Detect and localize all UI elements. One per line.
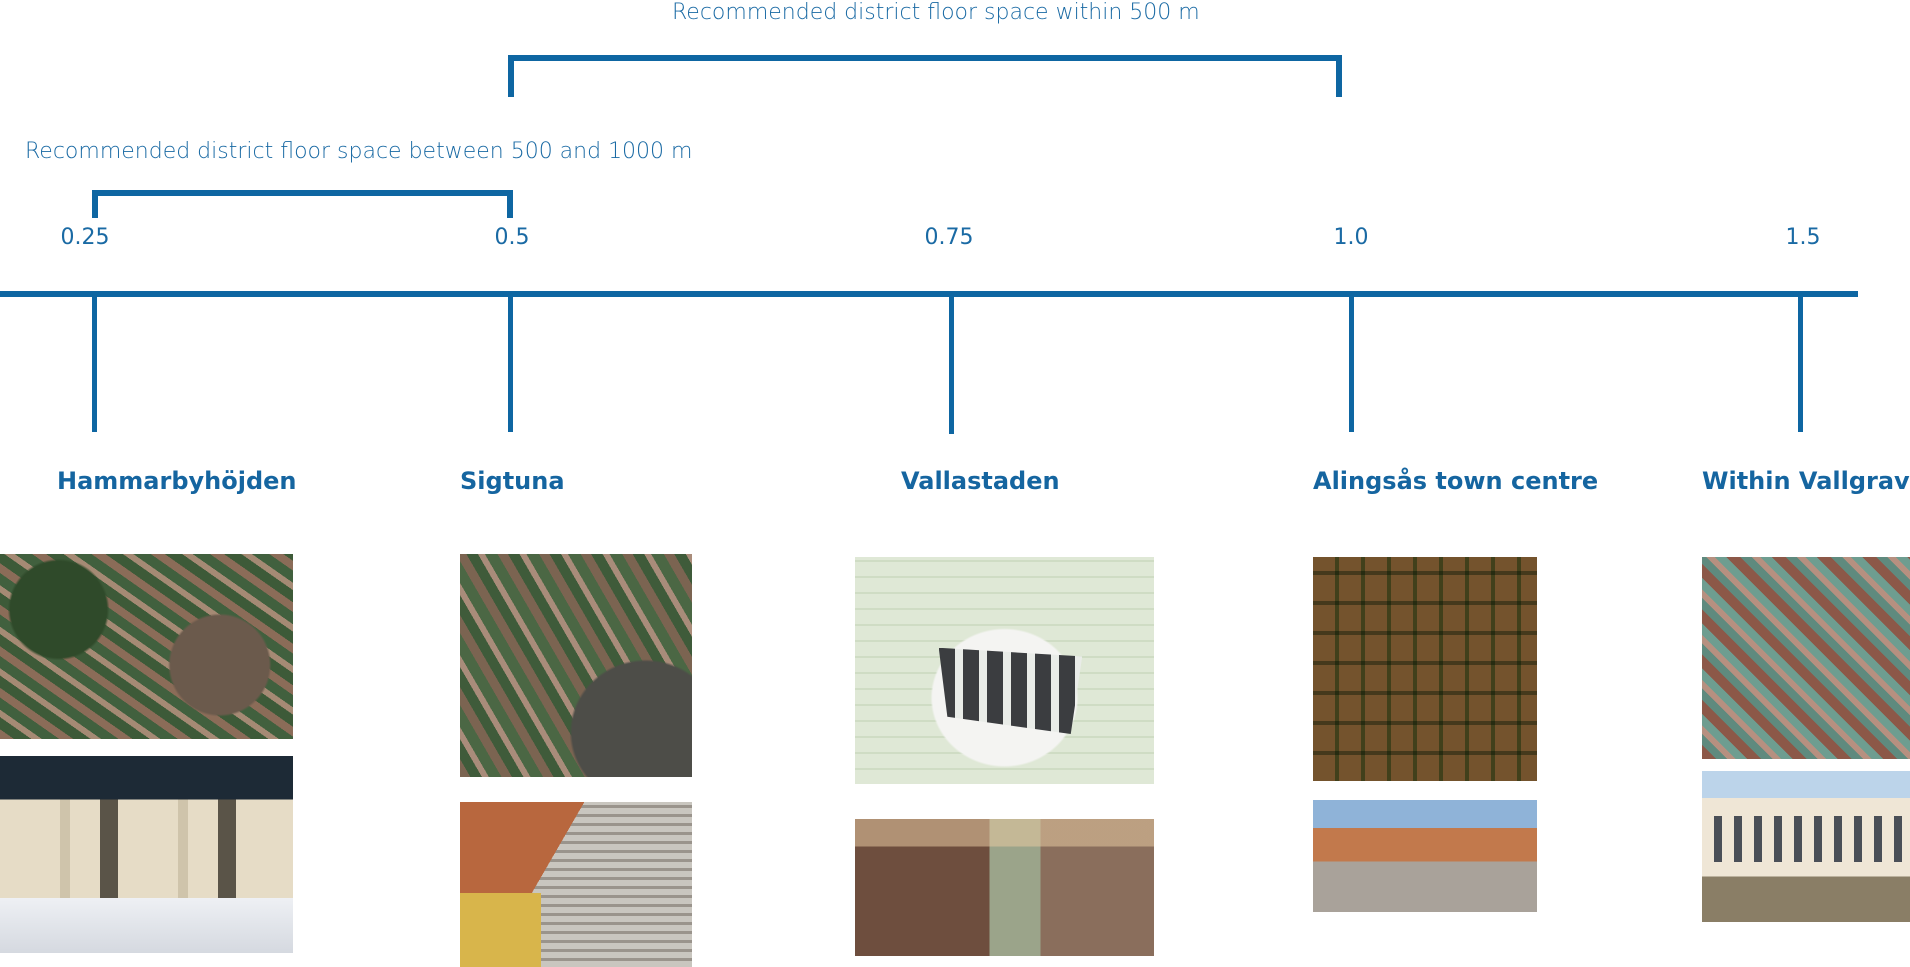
alingsas-aerial-photo xyxy=(1313,557,1537,781)
bracket-between-top xyxy=(92,190,513,196)
sigtuna-aerial-photo xyxy=(460,554,692,777)
bracket-within-500-left xyxy=(508,55,514,97)
district-name-hammarbyhojden: Hammarbyhöjden xyxy=(57,467,297,495)
alingsas-street-photo xyxy=(1313,800,1537,912)
district-name-vallastaden: Vallastaden xyxy=(901,467,1060,495)
drop-line-sigtuna xyxy=(508,294,513,432)
scale-axis xyxy=(0,291,1858,297)
vallgraven-buildings-photo xyxy=(1702,771,1910,922)
bracket-between-left xyxy=(92,190,98,218)
vallastaden-site-plan xyxy=(855,557,1154,784)
tick-label-0-25: 0.25 xyxy=(60,225,110,250)
bracket-between-right xyxy=(507,190,513,218)
within-500-label: Recommended district floor space within … xyxy=(672,0,1200,25)
hammarbyhojden-aerial-photo xyxy=(0,554,293,739)
district-name-vallgraven: Within Vallgraven xyxy=(1702,467,1910,495)
sigtuna-street-photo xyxy=(460,802,692,967)
tick-label-1-0: 1.0 xyxy=(1333,225,1369,250)
bracket-within-500-right xyxy=(1336,55,1342,97)
bracket-within-500-top xyxy=(508,55,1341,61)
between-500-1000-label: Recommended district floor space between… xyxy=(25,139,693,164)
tick-label-0-5: 0.5 xyxy=(494,225,530,250)
vallastaden-aerial-render xyxy=(855,819,1154,956)
drop-line-vallgraven xyxy=(1798,294,1803,432)
tick-label-0-75: 0.75 xyxy=(924,225,974,250)
tick-label-1-5: 1.5 xyxy=(1785,225,1821,250)
hammarbyhojden-street-photo xyxy=(0,756,293,953)
drop-line-hammarbyhojden xyxy=(92,294,97,432)
district-name-alingsas: Alingsås town centre xyxy=(1313,467,1599,495)
district-name-sigtuna: Sigtuna xyxy=(460,467,565,495)
drop-line-vallastaden xyxy=(949,294,954,434)
vallgraven-aerial-photo xyxy=(1702,557,1910,759)
drop-line-alingsas xyxy=(1349,294,1354,432)
